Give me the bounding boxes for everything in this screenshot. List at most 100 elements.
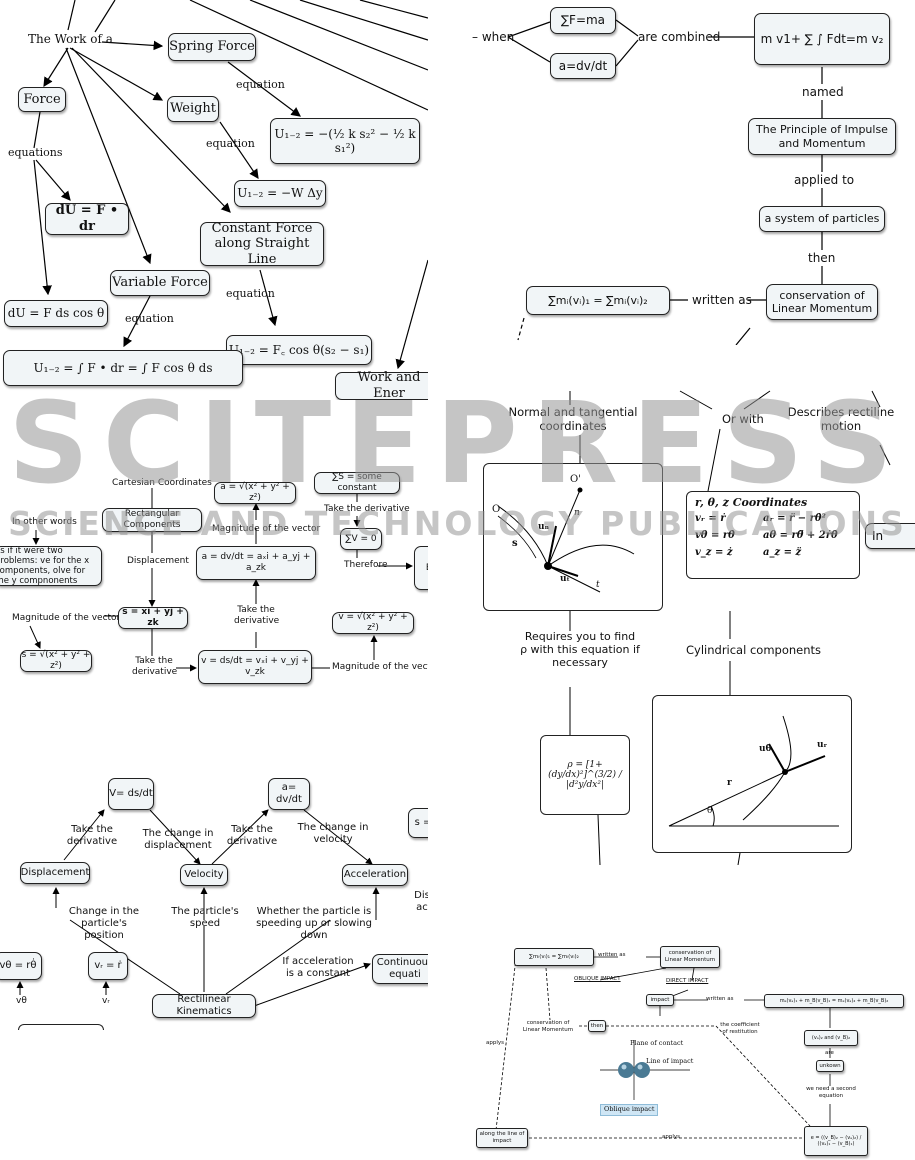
principle-impulse-momentum-node[interactable]: The Principle of Impulse and Momentum	[748, 118, 896, 155]
force-node[interactable]: Force	[18, 87, 66, 112]
velocity-vector-equation: v = ds/dt = vₓi + v_yj + v_zk	[198, 650, 312, 684]
clipped-in-node: In	[865, 523, 915, 549]
coords-title: r, θ, z Coordinates	[695, 496, 808, 509]
mag-vector-top-label: Magnitude of the vector	[212, 524, 321, 534]
applys2-label: applys	[662, 1134, 681, 1140]
rho-equation: ρ = [1+(dy/dx)²]^(3/2) / |d²y/dx²|	[548, 760, 622, 790]
cons-small-label: conservation of Linear Momentum	[522, 1020, 574, 1033]
fig2-utheta-label: uθ	[759, 744, 772, 754]
fig-ut-label: uₜ	[560, 574, 570, 584]
panel2-connectors	[507, 19, 823, 345]
rectangular-components-node[interactable]: Rectangular Components	[102, 508, 202, 532]
sum-f-ma-node: ∑F=ma	[550, 7, 616, 34]
continuous-equations-node[interactable]: Continuous equati	[372, 954, 428, 984]
spring-force-node[interactable]: Spring Force	[168, 33, 256, 61]
oblique-impact-svg	[600, 1040, 690, 1100]
fig2-ur-label: uᵣ	[817, 740, 828, 750]
spring-work-equation: U₁₋₂ = −(½ k s₂² − ½ k s₁²)	[270, 118, 420, 164]
take-derivative-bottom-label: Take the derivative	[132, 656, 178, 677]
displacement-node[interactable]: Displacement	[20, 862, 90, 884]
fig-t-label: t	[596, 580, 600, 590]
impact-conservation-node[interactable]: conservation of Linear Momentum	[660, 946, 720, 968]
v-theta-label: vθ	[16, 996, 27, 1006]
variable-force-node[interactable]: Variable Force	[110, 270, 210, 296]
panel-rectilinear: V= ds/dt a= dv/dt s = Take the derivativ…	[0, 770, 428, 1030]
acceleration-node[interactable]: Acceleration	[342, 864, 408, 886]
second-equation-label: we need a second equation	[806, 1086, 856, 1099]
impact-momentum-full-equation: mₐ(vₐ)₁ + m_B(v_B)₁ = mₐ(vₐ)₂ + m_B(v_B)…	[764, 994, 904, 1008]
du-cos-equation: dU = F ds cos θ	[4, 300, 108, 327]
applied-to-label: applied to	[794, 173, 855, 187]
cylindrical-diagram-svg	[668, 715, 839, 827]
nt-diagram-svg	[497, 487, 635, 593]
impulse-equation-node: m v1+ ∑ ∫ Fdt=m v₂	[754, 13, 890, 65]
therefore-label: Therefore	[344, 560, 388, 570]
fig-n-label: n	[574, 508, 580, 518]
change-displacement-label: The change in displacement	[142, 828, 214, 851]
variable-force-equation: U₁₋₂ = ∫ F • dr = ∫ F cos θ ds	[3, 350, 243, 386]
rho-equation-box: ρ = [1+(dy/dx)²]^(3/2) / |d²y/dx²|	[540, 735, 630, 815]
direct-impact-label: DIRECT IMPACT	[666, 978, 709, 984]
conservation-linear-momentum-node[interactable]: conservation of Linear Momentum	[766, 284, 878, 320]
sum-v-zero-node: ∑V = 0	[340, 528, 382, 550]
equation-spring-label: equation	[236, 78, 285, 91]
named-label: named	[802, 85, 844, 99]
acceleration-vector-equation: a = dv/dt = aₓi + a_yj + a_zk	[196, 546, 316, 580]
v-ds-dt-node: V= ds/dt	[108, 778, 154, 810]
equation-weight-label: equation	[206, 137, 255, 150]
equation-var-label: equation	[125, 312, 174, 325]
fig-o-label: O	[492, 504, 501, 515]
mag-vector-bottom-label: Magnitude of the vector	[332, 662, 428, 672]
oblique-impact-figure: Plane of contact Line of impact	[590, 1039, 698, 1104]
v-r-equation: vᵣ = ṙ	[88, 952, 128, 980]
weight-work-equation: U₁₋₂ = −W Δy	[234, 180, 326, 207]
cartesian-label: Cartesian Coordinates	[112, 478, 212, 488]
clipped-dis-label: Dis ac	[414, 890, 428, 913]
work-energy-node[interactable]: Work and Ener	[335, 370, 428, 400]
mag-vector-left-label: Magnitude of the vector	[12, 613, 121, 623]
along-line-impact-node[interactable]: along the line of impact	[476, 1128, 528, 1148]
rectilinear-kinematics-node[interactable]: Rectilinear Kinematics	[152, 994, 256, 1018]
unknown-node: unkown	[816, 1060, 844, 1072]
written-as-label: written as	[692, 293, 752, 307]
s-magnitude-equation: s = √(x² + y² + z²)	[20, 650, 92, 672]
displacement-label: Displacement	[127, 556, 189, 566]
vz-eq: v_z = ż	[695, 547, 733, 558]
work-of-a-label: The Work of a	[28, 32, 113, 46]
take-derivative-right-label: Take the derivative	[324, 504, 410, 514]
are-label: are	[825, 1050, 834, 1056]
r-theta-z-coordinates-box: r, θ, z Coordinates vᵣ = ṙ aᵣ = r̈ − rθ̇…	[686, 491, 860, 579]
combined-label: are combined	[638, 30, 721, 44]
take-derivative-right-label: Take the derivative	[226, 824, 278, 847]
equation-const-label: equation	[226, 287, 275, 300]
impact-momentum-equation: ∑mᵢ(vᵢ)₁ = ∑mᵢ(vᵢ)₂	[514, 948, 594, 966]
vr-eq: vᵣ = ṙ	[695, 513, 726, 524]
take-derivative-mid-label: Take the derivative	[234, 605, 280, 626]
describes-rectilinear-label: Describes rectiline motion	[787, 405, 895, 433]
fig2-r-label: r	[727, 778, 732, 788]
bottom-clipped-box	[18, 1024, 104, 1030]
fig-o-prime-label: O'	[570, 474, 581, 485]
s-vector-equation: s = xi + yj + zk	[118, 607, 188, 629]
then-label: then	[808, 251, 836, 265]
equations-label: equations	[8, 146, 63, 159]
panel3-connectors	[29, 488, 413, 672]
vtheta-eq: vθ = rθ̇	[695, 530, 735, 541]
impact-written-as2-label: written as	[706, 996, 734, 1002]
sum-s-constant-node: ∑S = some constant	[314, 472, 400, 494]
momentum-conservation-equation: ∑mᵢ(vᵢ)₁ = ∑mᵢ(vᵢ)₂	[526, 286, 670, 315]
ar-eq: aᵣ = r̈ − rθ̇²	[763, 513, 826, 524]
system-of-particles-node[interactable]: a system of particles	[759, 206, 885, 232]
impact-node[interactable]: impact	[646, 994, 674, 1006]
a-dv-dt-node: a=dv/dt	[550, 53, 616, 79]
a-magnitude-equation: a = √(x² + y² + z²)	[214, 482, 296, 504]
coefficient-restitution-label: the coefficient of restitution	[720, 1022, 760, 1035]
impact-then-node[interactable]: then	[588, 1020, 606, 1032]
applys-label: applys	[486, 1040, 505, 1046]
speeding-up-label: Whether the particle is speeding up or s…	[256, 906, 372, 941]
weight-node[interactable]: Weight	[167, 96, 219, 122]
constant-force-node[interactable]: Constant Force along Straight Line	[200, 221, 324, 267]
velocity-node[interactable]: Velocity	[180, 864, 228, 886]
az-eq: a_z = z̈	[763, 547, 802, 558]
fig-un-label: uₙ	[538, 522, 550, 532]
